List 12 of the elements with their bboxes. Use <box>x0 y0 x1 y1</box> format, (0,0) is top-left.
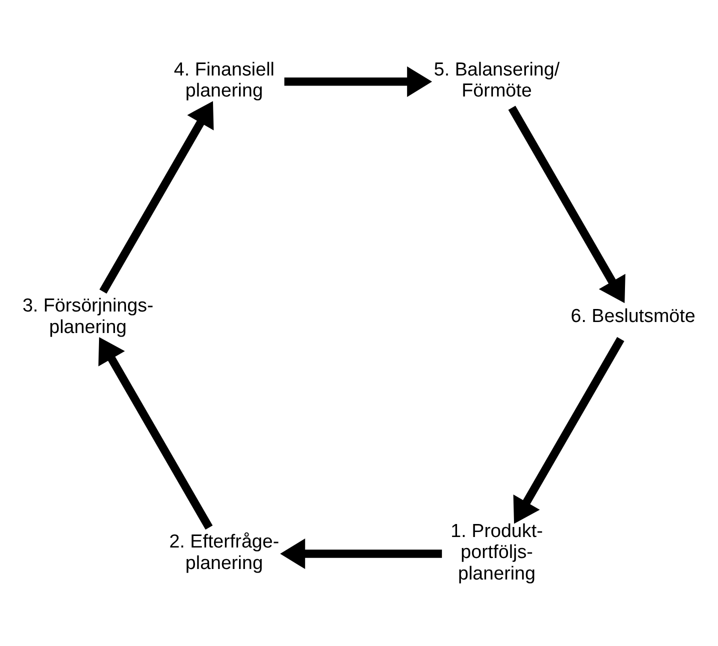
arrow <box>513 337 624 524</box>
node-text: 1. Produkt- portföljs- planering <box>450 520 543 584</box>
node-text: 6. Beslutsmöte <box>570 305 696 326</box>
arrow <box>508 106 626 304</box>
arrow <box>98 337 213 530</box>
arrow <box>284 66 432 97</box>
arrow <box>99 101 214 294</box>
node-text: 4. Finansiell planering <box>174 58 274 101</box>
node-text: 5. Balansering/ Förmöte <box>434 58 560 101</box>
node-text: 2. Efterfråge- planering <box>169 530 280 573</box>
node-text: 3. Försörjnings- planering <box>22 294 154 337</box>
arrow <box>280 538 442 570</box>
